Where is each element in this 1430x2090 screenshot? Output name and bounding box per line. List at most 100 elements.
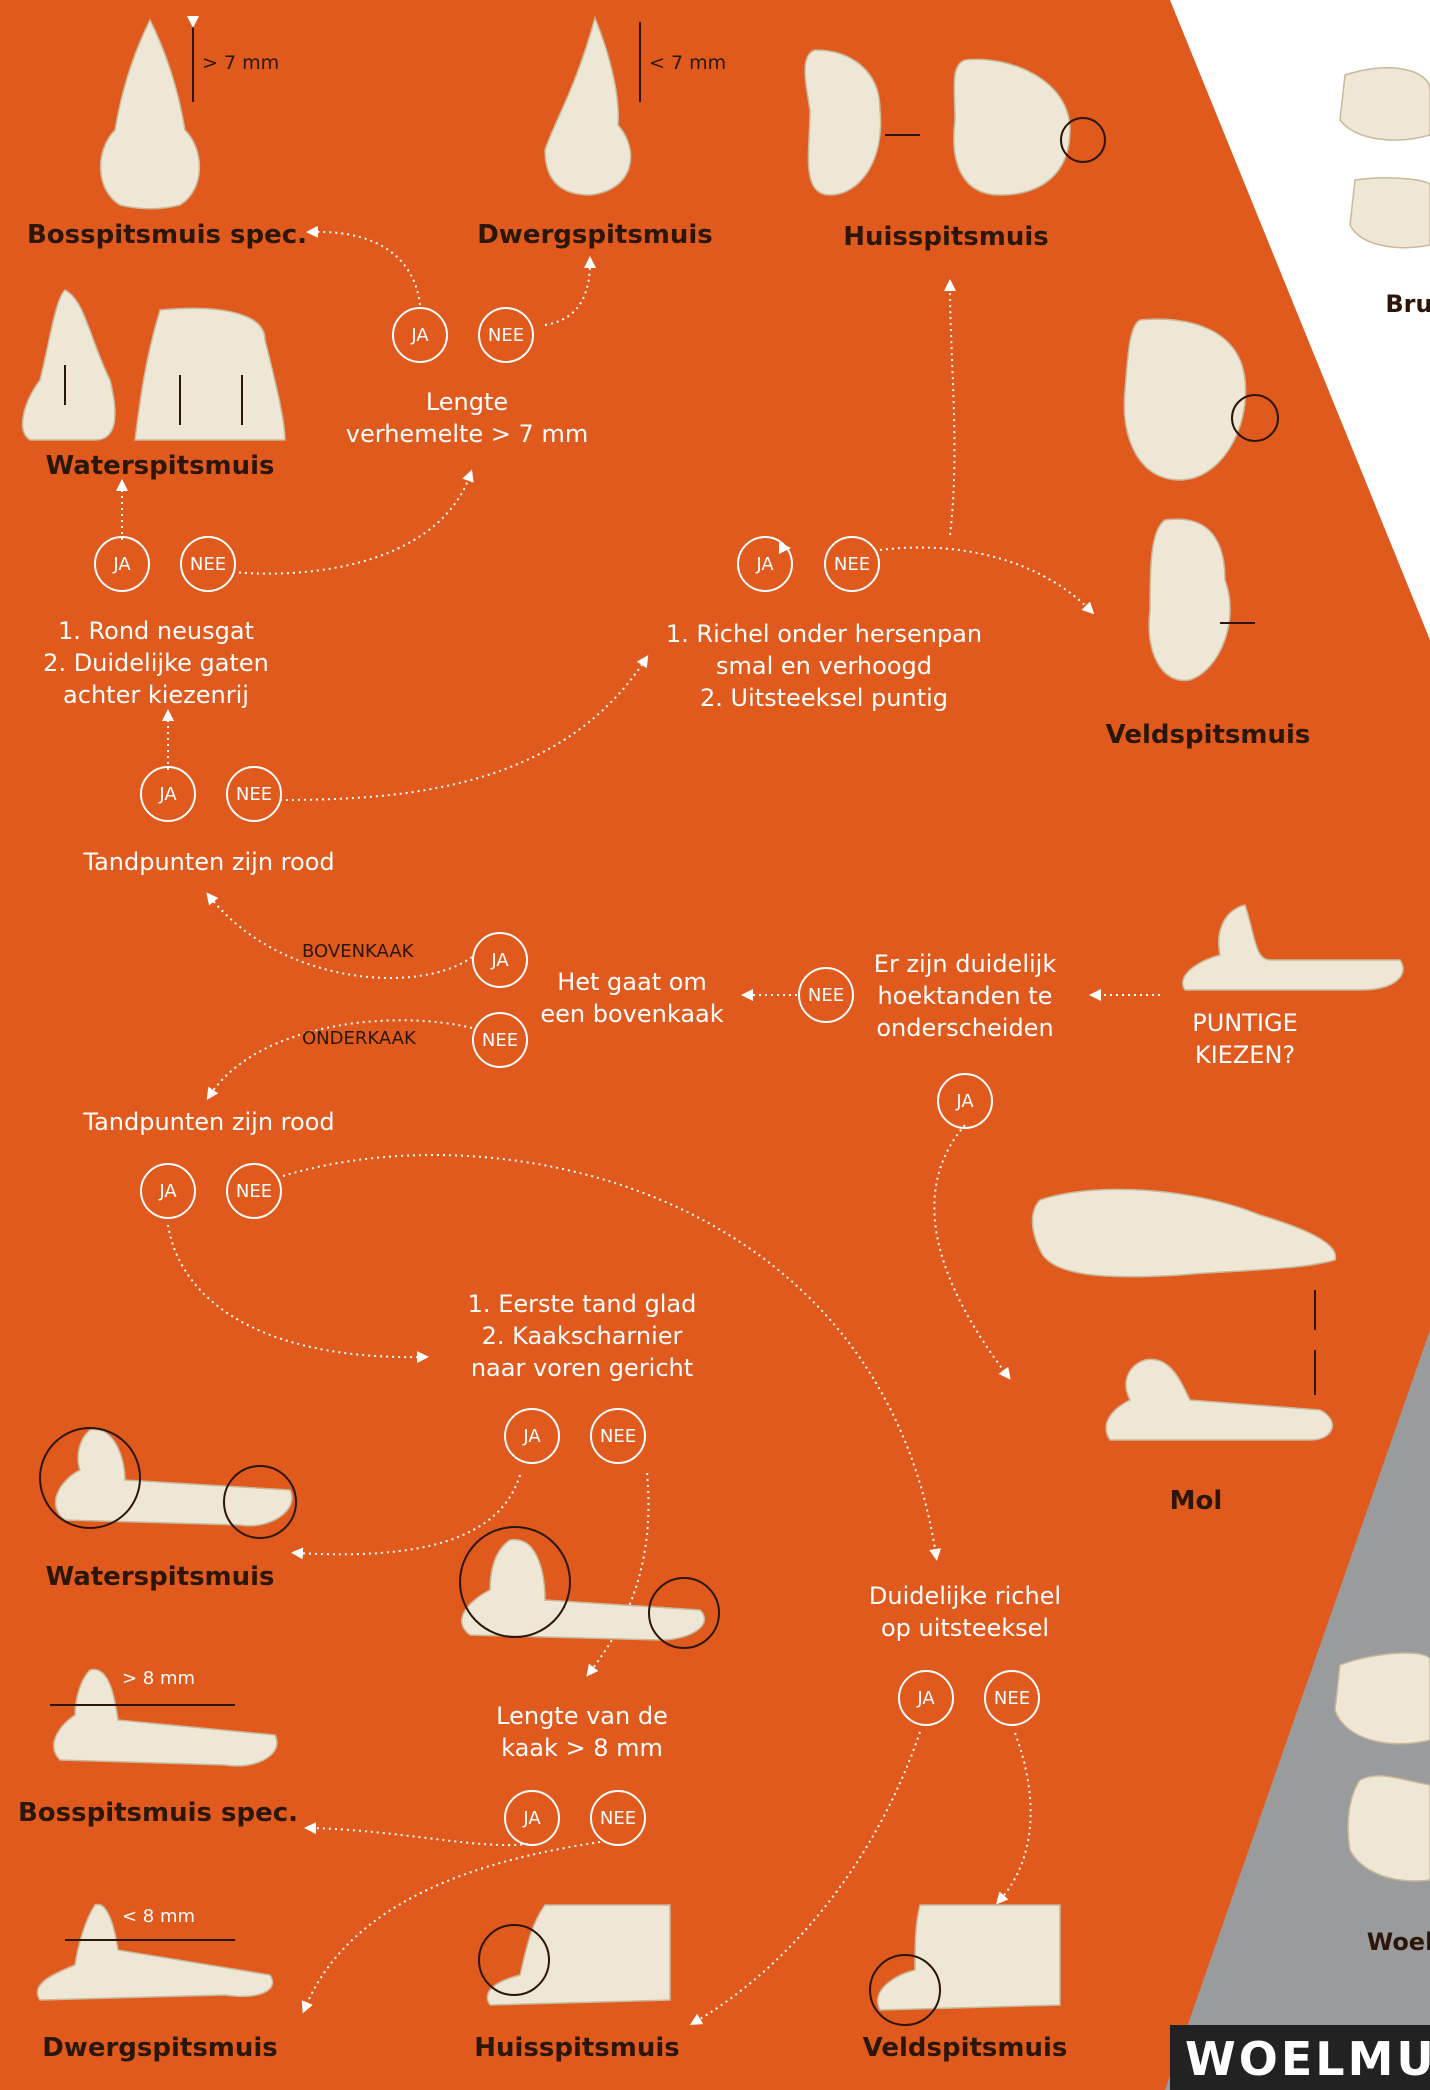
species-dwergspitsmuis-top: Dwergspitsmuis xyxy=(477,220,713,250)
question-line: achter kiezenrij xyxy=(63,681,249,709)
species-dwergspitsmuis-bottom: Dwergspitsmuis xyxy=(42,2033,278,2063)
question-line: een bovenkaak xyxy=(540,1000,724,1028)
answer-ja-bubble: JA xyxy=(898,1670,954,1726)
species-woel-partial: Woel xyxy=(1366,1928,1430,1956)
answer-nee-bubble: NEE xyxy=(180,536,236,592)
species-bosspitsmuis-top: Bosspitsmuis spec. xyxy=(26,220,308,250)
jaw-mol xyxy=(1105,1358,1334,1441)
question-lengte-kaak: Lengte van de kaak > 8 mm xyxy=(496,1700,668,1764)
question-line: 1. Rond neusgat xyxy=(58,617,254,645)
answer-ja-bubble: JA xyxy=(737,536,793,592)
species-veldspitsmuis-top: Veldspitsmuis xyxy=(1105,720,1311,750)
answer-nee-bubble: NEE xyxy=(798,967,854,1023)
skull-waterspitsmuis-1 xyxy=(21,289,116,441)
branch-bovenkaak: BOVENKAAK xyxy=(302,941,414,962)
question-line: op uitsteeksel xyxy=(880,1614,1050,1642)
skull-waterspitsmuis-2 xyxy=(134,307,286,441)
question-line: 2. Duidelijke gaten xyxy=(43,649,269,677)
highlight-circle xyxy=(648,1577,720,1649)
banner-title: WOELMU xyxy=(1185,2032,1430,2086)
measurement-marks xyxy=(39,16,1316,2026)
highlight-circle xyxy=(459,1526,571,1638)
question-line: PUNTIGE xyxy=(1192,1009,1298,1037)
species-huisspitsmuis-top: Huisspitsmuis xyxy=(843,222,1049,252)
question-puntige-kiezen: PUNTIGE KIEZEN? xyxy=(1192,1007,1298,1071)
measure-lt8: < 8 mm xyxy=(122,1906,196,1927)
highlight-circle xyxy=(478,1924,550,1996)
species-huisspitsmuis-bottom: Huisspitsmuis xyxy=(474,2033,680,2063)
species-bru-partial: Bru xyxy=(1385,290,1430,318)
question-line: 2. Uitsteeksel puntig xyxy=(699,684,949,712)
question-line: Er zijn duidelijk xyxy=(873,950,1057,978)
branch-onderkaak: ONDERKAAK xyxy=(302,1028,416,1049)
highlight-circle xyxy=(1060,117,1106,163)
question-line: 2. Kaakscharnier xyxy=(481,1322,683,1350)
jaw-dwergspitsmuis xyxy=(36,1903,274,2001)
question-line: Lengte van de xyxy=(496,1702,668,1730)
highlight-circle xyxy=(869,1954,941,2026)
question-line: KIEZEN? xyxy=(1194,1041,1296,1069)
skull-mol xyxy=(1031,1188,1337,1278)
answer-nee-bubble: NEE xyxy=(984,1670,1040,1726)
measure-gt8: > 8 mm xyxy=(122,1668,196,1689)
question-line: onderscheiden xyxy=(876,1014,1054,1042)
skull-woel-1 xyxy=(1334,1652,1430,1745)
question-tandpunten-1: Tandpunten zijn rood xyxy=(83,848,335,876)
jaw-waterspitsmuis xyxy=(54,1428,293,1527)
answer-ja-bubble: JA xyxy=(392,307,448,363)
answer-nee-bubble: NEE xyxy=(226,766,282,822)
answer-ja-bubble: JA xyxy=(140,1163,196,1219)
answer-ja-bubble: JA xyxy=(140,766,196,822)
question-line: hoektanden te xyxy=(877,982,1053,1010)
species-waterspitsmuis-bottom: Waterspitsmuis xyxy=(45,1562,275,1592)
question-bovenkaak: Het gaat om een bovenkaak xyxy=(540,966,723,1030)
species-veldspitsmuis-bottom: Veldspitsmuis xyxy=(862,2033,1068,2063)
question-line: smal en verhoogd xyxy=(716,652,932,680)
question-line: Lengte xyxy=(425,388,509,416)
question-line: kaak > 8 mm xyxy=(501,1734,663,1762)
skull-dwergspitsmuis xyxy=(544,15,632,196)
answer-nee-bubble: NEE xyxy=(472,1012,528,1068)
skull-veldspitsmuis-2 xyxy=(1148,518,1231,682)
measure-lt7: < 7 mm xyxy=(649,52,727,74)
highlight-circle xyxy=(223,1465,297,1539)
skull-huisspitsmuis-2 xyxy=(953,58,1071,196)
jaw-puntige-kiezen xyxy=(1182,904,1404,991)
answer-nee-bubble: NEE xyxy=(226,1163,282,1219)
answer-nee-bubble: NEE xyxy=(590,1790,646,1846)
question-richel-uitsteeksel: Duidelijke richel op uitsteeksel xyxy=(869,1580,1061,1644)
jaw-bosspitsmuis xyxy=(53,1668,278,1767)
question-line: 1. Eerste tand glad xyxy=(467,1290,697,1318)
specimen-images xyxy=(21,15,1430,2011)
skull-bru-2 xyxy=(1349,177,1430,249)
question-line: naar voren gericht xyxy=(470,1354,694,1382)
question-line: 1. Richel onder hersenpan xyxy=(665,620,983,648)
jaw-veldspitsmuis xyxy=(877,1904,1061,2011)
species-mol: Mol xyxy=(1169,1486,1223,1516)
question-line: Duidelijke richel xyxy=(868,1582,1062,1610)
highlight-circle xyxy=(1231,394,1279,442)
question-line: Het gaat om xyxy=(557,968,707,996)
jaw-woel-2 xyxy=(1347,1774,1430,1882)
answer-nee-bubble: NEE xyxy=(478,307,534,363)
answer-nee-bubble: NEE xyxy=(824,536,880,592)
answer-ja-bubble: JA xyxy=(472,932,528,988)
question-eerste-tand: 1. Eerste tand glad 2. Kaakscharnier naa… xyxy=(468,1288,697,1384)
skull-veldspitsmuis-1 xyxy=(1123,318,1247,481)
question-hoektanden: Er zijn duidelijk hoektanden te ondersch… xyxy=(874,948,1056,1044)
question-richel-hersenpan: 1. Richel onder hersenpan smal en verhoo… xyxy=(666,618,982,714)
banner-strip xyxy=(1170,2025,1430,2090)
answer-ja-bubble: JA xyxy=(504,1790,560,1846)
skull-huisspitsmuis-1 xyxy=(804,49,882,196)
jaw-center xyxy=(461,1539,706,1641)
measure-gt7: > 7 mm xyxy=(202,52,280,74)
answer-nee-bubble: NEE xyxy=(590,1408,646,1464)
question-lengte-verhemelte: Lengte verhemelte > 7 mm xyxy=(346,386,588,450)
species-bosspitsmuis-bottom: Bosspitsmuis spec. xyxy=(17,1798,299,1828)
highlight-circle xyxy=(39,1427,141,1529)
answer-ja-bubble: JA xyxy=(937,1073,993,1129)
skull-bru-1 xyxy=(1339,67,1430,141)
species-waterspitsmuis-top: Waterspitsmuis xyxy=(45,451,275,481)
